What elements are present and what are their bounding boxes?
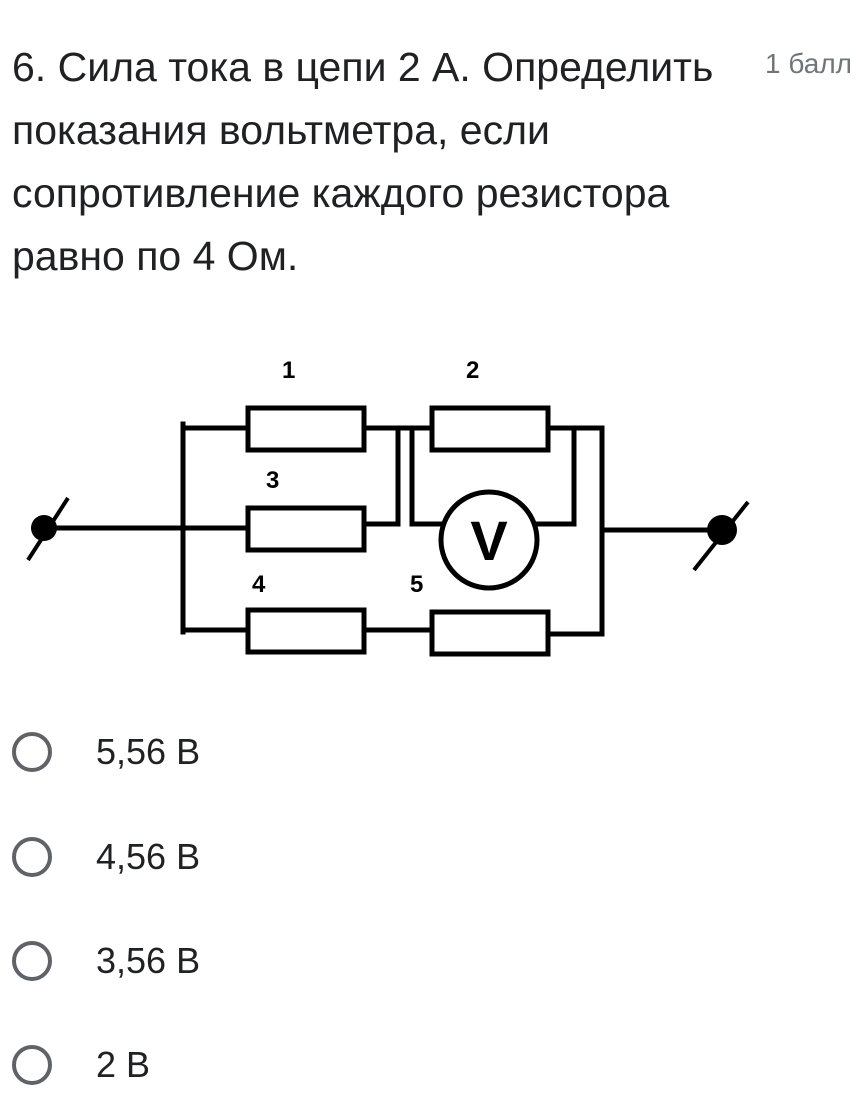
- voltmeter-icon: [438, 489, 540, 591]
- option-label: 4,56 В: [96, 836, 201, 877]
- input-terminal-icon: [26, 496, 70, 562]
- option-label: 2 В: [96, 1044, 151, 1085]
- option-3[interactable]: 3,56 В: [12, 931, 200, 991]
- output-terminal-icon: [692, 500, 750, 572]
- resistor-4: [245, 607, 367, 655]
- option-4[interactable]: 2 В: [12, 1035, 150, 1095]
- option-label: 3,56 В: [96, 940, 201, 981]
- resistor-label-1: 1: [282, 357, 295, 384]
- option-label: 5,56 В: [96, 731, 201, 772]
- circuit-diagram: V 1 2 3 4 5: [0, 330, 856, 670]
- option-2[interactable]: 4,56 В: [12, 827, 200, 887]
- option-1[interactable]: 5,56 В: [12, 722, 200, 782]
- resistor-label-2: 2: [466, 357, 479, 384]
- radio-button-icon[interactable]: [12, 1045, 52, 1085]
- question-title: 6. Сила тока в цепи 2 А. Определить пока…: [12, 44, 714, 279]
- radio-button-icon[interactable]: [12, 837, 52, 877]
- resistor-label-5: 5: [410, 571, 423, 598]
- resistor-3: [245, 505, 367, 553]
- points-badge: 1 балл: [765, 48, 852, 79]
- radio-button-icon[interactable]: [12, 732, 52, 772]
- resistor-label-3: 3: [266, 467, 279, 494]
- resistor-1: [245, 405, 367, 453]
- resistor-5: [429, 609, 551, 657]
- resistor-label-4: 4: [252, 571, 266, 598]
- voltmeter-symbol: V: [470, 509, 507, 572]
- resistor-2: [429, 405, 551, 453]
- radio-button-icon[interactable]: [12, 941, 52, 981]
